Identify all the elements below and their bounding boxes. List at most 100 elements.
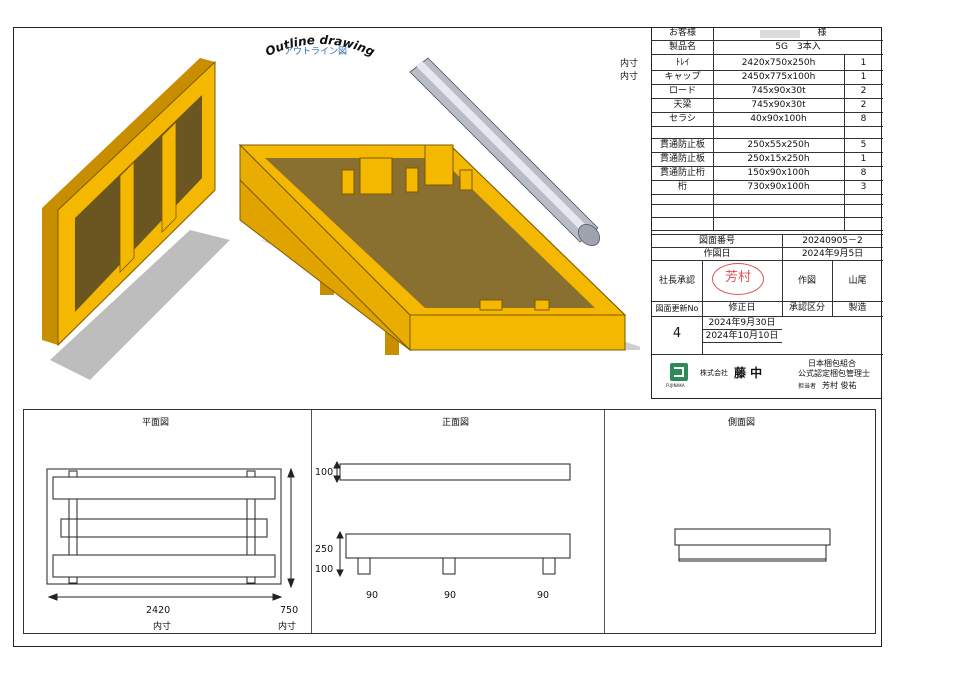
stopper-block xyxy=(479,299,503,311)
product-value: 5G 3本入 xyxy=(775,42,821,52)
cap-shadow xyxy=(50,230,230,380)
company-name: 藤 中 xyxy=(734,366,763,380)
cylinder-load xyxy=(409,57,601,247)
part-qty: 1 xyxy=(860,58,867,68)
side-cap xyxy=(674,528,831,546)
plan-foot xyxy=(246,470,256,478)
drawn-date-label: 作図日 xyxy=(703,249,731,259)
association-title: 公式認定梱包管理士 xyxy=(798,369,870,378)
person-name: 芳村 俊祐 xyxy=(822,381,857,390)
drawing-frame xyxy=(13,27,882,647)
inner-dim-label: 内寸 xyxy=(620,59,639,69)
plan-foot xyxy=(246,576,256,584)
part-qty: 8 xyxy=(860,168,867,178)
rev-date: 2024年10月10日 xyxy=(705,331,779,341)
stopper-block xyxy=(405,167,419,193)
tray-left-wall xyxy=(239,143,411,352)
front-cap xyxy=(339,463,571,481)
part-size: 2450x775x100h xyxy=(741,72,816,82)
stopper-block xyxy=(359,157,393,195)
part-name: 貫通防止板 xyxy=(659,154,705,164)
plan-width-dim: 750 xyxy=(280,605,299,616)
part-name: キャップ xyxy=(664,72,701,82)
approval-stamp xyxy=(712,263,764,295)
plan-outline xyxy=(46,468,282,585)
part-qty: 1 xyxy=(860,154,867,164)
logo-mark xyxy=(674,367,684,377)
front-view-title: 正面図 xyxy=(442,418,470,428)
part-size: 2420x750x250h xyxy=(741,58,816,68)
front-foot-width: 90 xyxy=(537,590,550,601)
part-name: ﾄﾚｲ xyxy=(675,58,690,68)
customer-label: お客様 xyxy=(668,28,696,38)
rev-date-label: 修正日 xyxy=(728,303,756,313)
part-size: 745x90x30t xyxy=(751,100,806,110)
part-name: 貫通防止板 xyxy=(659,140,705,150)
plan-cap-beam xyxy=(52,554,276,578)
part-size: 250x55x250h xyxy=(747,140,810,150)
customer-redacted xyxy=(760,30,800,38)
front-foot xyxy=(357,557,371,575)
rev-no-label: 図面更新No xyxy=(655,304,699,313)
rev-date: 2024年9月30日 xyxy=(708,318,776,328)
front-tray-height: 250 xyxy=(315,544,334,555)
plan-length-dim: 2420 xyxy=(146,605,171,616)
plan-cap-beam xyxy=(52,476,276,500)
stamp-text: 芳村 xyxy=(724,270,751,285)
tray-front-wall xyxy=(409,314,626,351)
president-label: 社長承認 xyxy=(658,276,695,286)
part-name: 貫通防止桁 xyxy=(659,168,705,178)
tray-floor xyxy=(265,158,595,308)
cap-beam xyxy=(119,161,135,273)
stopper-block xyxy=(459,169,473,191)
stopper-block xyxy=(424,144,454,186)
customer-suffix: 様 xyxy=(817,28,827,38)
part-qty: 1 xyxy=(860,72,867,82)
part-qty: 8 xyxy=(860,114,867,124)
plan-width-note: 内寸 xyxy=(278,622,297,632)
plan-foot xyxy=(68,576,78,584)
plan-view-title: 平面図 xyxy=(142,418,170,428)
side-view-title: 側面図 xyxy=(728,418,756,428)
front-foot-width: 90 xyxy=(366,590,379,601)
part-qty: 2 xyxy=(860,86,867,96)
association-name: 日本梱包組合 xyxy=(808,359,856,368)
front-foot-width: 90 xyxy=(444,590,457,601)
stopper-block xyxy=(341,169,355,195)
drafter-name: 山尾 xyxy=(848,276,867,286)
drawing-no-label: 図面番号 xyxy=(698,236,735,246)
isometric-illustration xyxy=(42,57,640,380)
logo-caption: FUJINAKA xyxy=(666,383,685,388)
product-label: 製品名 xyxy=(668,42,696,52)
part-qty: 5 xyxy=(860,140,867,150)
title-block: お客様 様 製品名 5G 3本入 ﾄﾚｲ 2420x750x250h 1 キャッ… xyxy=(651,27,883,399)
front-cap-height: 100 xyxy=(315,467,334,478)
part-name: 桁 xyxy=(677,182,687,192)
front-foot-height: 100 xyxy=(315,564,334,575)
part-size: 730x90x100h xyxy=(747,182,810,192)
part-size: 250x15x250h xyxy=(747,154,810,164)
front-tray xyxy=(345,533,571,559)
part-size: 40x90x100h xyxy=(750,114,807,124)
part-name: 天梁 xyxy=(673,100,692,110)
rev-no: 4 xyxy=(672,326,682,341)
subtitle: アウトライン図 xyxy=(284,47,348,57)
plan-cap-beam xyxy=(60,518,268,538)
person-label: 担当者 xyxy=(798,383,817,390)
approval-label: 承認区分 xyxy=(788,303,825,313)
plan-length-note: 内寸 xyxy=(153,622,172,632)
front-foot xyxy=(442,557,456,575)
part-name: ロード xyxy=(668,86,696,96)
drawn-date: 2024年9月5日 xyxy=(801,249,864,259)
side-tray xyxy=(678,544,827,562)
part-size: 150x90x100h xyxy=(747,168,810,178)
plan-foot xyxy=(68,470,78,478)
manufacture-label: 製造 xyxy=(848,303,867,313)
drafter-label: 作図 xyxy=(797,276,816,286)
outline-drawing-title: Outline drawing xyxy=(263,33,377,59)
part-name: セラシ xyxy=(669,114,696,124)
part-qty: 3 xyxy=(860,182,867,192)
drawing-no: 20240905－2 xyxy=(802,236,863,246)
views-drawing xyxy=(46,460,831,601)
stopper-block xyxy=(534,299,550,311)
